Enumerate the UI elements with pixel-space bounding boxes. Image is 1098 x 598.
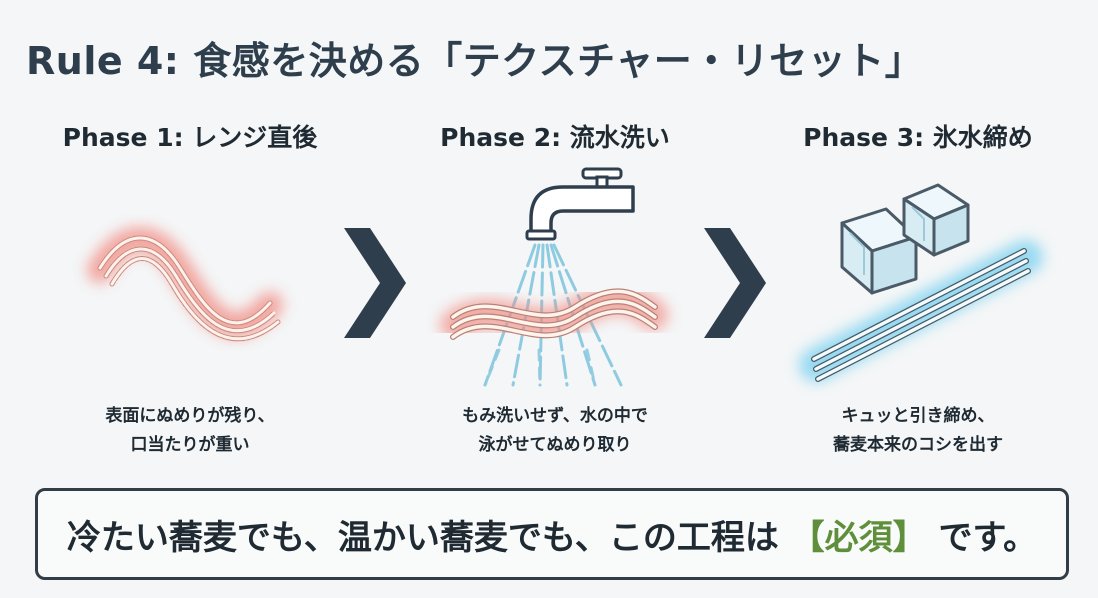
arrow-right-icon bbox=[704, 228, 766, 338]
summary-emphasis: 【必須】 bbox=[790, 517, 927, 558]
phase-2-title: Phase 2: 流水洗い bbox=[440, 123, 670, 152]
arrow-right-icon bbox=[344, 228, 406, 338]
summary-text: 冷たい蕎麦でも、温かい蕎麦でも、この工程は 【必須】 です。 bbox=[67, 510, 1037, 559]
faucet-icon bbox=[440, 167, 668, 387]
phase-1-caption-line-2: 口当たりが重い bbox=[130, 435, 250, 455]
phase-3-caption-line-1: キュッと引き締め、 bbox=[841, 406, 995, 426]
phase-1-caption: 表面にぬめりが残り、 口当たりが重い bbox=[105, 402, 274, 460]
ice-cube-icon bbox=[799, 183, 1043, 382]
phase-2-caption: もみ洗いせず、水の中で 泳がせてぬめり取り bbox=[462, 402, 648, 460]
summary-text-before: 冷たい蕎麦でも、温かい蕎麦でも、この工程は bbox=[66, 517, 779, 558]
noodle-wash-icon bbox=[450, 288, 658, 340]
phase-1-caption-line-1: 表面にぬめりが残り、 bbox=[105, 406, 275, 426]
summary-banner: 冷たい蕎麦でも、温かい蕎麦でも、この工程は 【必須】 です。 bbox=[35, 488, 1069, 580]
phase-2-caption-line-1: もみ洗いせず、水の中で bbox=[462, 406, 648, 426]
phase-2-caption-line-2: 泳がせてぬめり取り bbox=[478, 435, 632, 455]
page-title: Rule 4: 食感を決める「テクスチャー・リセット」 bbox=[26, 39, 924, 83]
noodle-cold-icon bbox=[811, 248, 1031, 382]
phase-3-title: Phase 3: 氷水締め bbox=[803, 123, 1033, 152]
phase-1-title: Phase 1: レンジ直後 bbox=[62, 123, 318, 152]
phase-3-caption-line-2: 蕎麦本来のコシを出す bbox=[833, 435, 1003, 455]
summary-text-after: です。 bbox=[938, 517, 1038, 558]
phase-3-caption: キュッと引き締め、 蕎麦本来のコシを出す bbox=[833, 402, 1003, 460]
noodle-hot-icon bbox=[87, 227, 283, 342]
